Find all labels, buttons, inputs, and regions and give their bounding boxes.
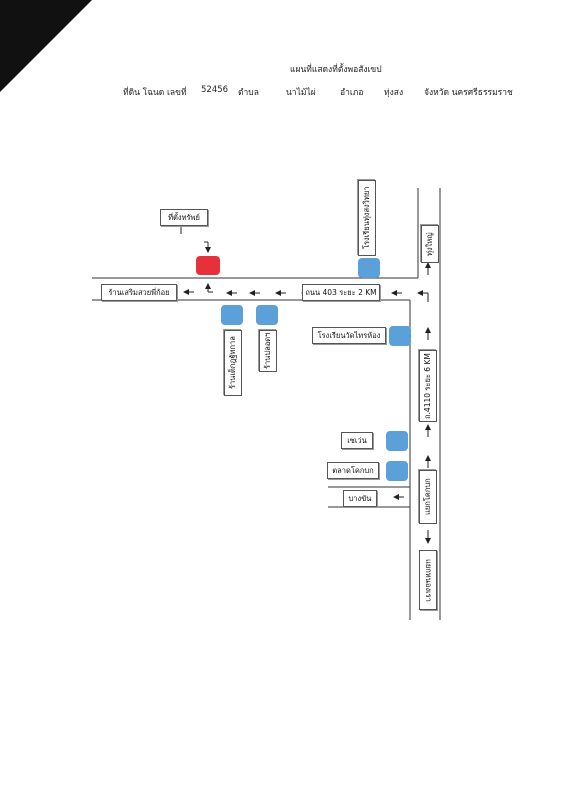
shop-car-marker [221,305,243,325]
district-label: อำเภอ [340,88,364,98]
school-mid-label: โรงเรียนวัดไทรห้อง [312,327,386,344]
bang-khan-label: บางขัน [343,490,377,507]
subdistrict-label: ตำบล [238,88,259,98]
shop-ice-marker [256,305,278,325]
market-label: ตลาดโคกบก [327,462,379,479]
scan-corner-shadow [0,0,92,92]
property-marker [196,256,220,275]
seven-marker [386,431,408,451]
school-top-marker [358,258,380,278]
shop-left-label: ร้านเสริมสวยพี่ก้อย [101,284,177,301]
school-top-label: โรงเรียนทุ่งสงวิทยา [358,180,376,256]
shop-car-label: ร้านเต็กฎฐัทกาล [224,330,242,396]
direction-bottom-label: แยกหนองเรา [419,550,437,610]
deed-number: 52456 [201,85,229,95]
map-title: แผนที่แสดงที่ตั้งพอสังเขป [290,65,382,75]
subdistrict-name: นาไม้ไผ่ [286,88,316,98]
seven-label: เซเว่น [341,432,373,449]
market-marker [386,461,408,481]
road-4110-label: ถ.4110 ระยะ 6 KM [419,350,437,422]
property-label: ที่ตั้งทรัพย์ [160,209,208,226]
shop-ice-label: ร้านปลอดฯ [259,330,277,372]
district-name: ทุ่งสง [384,88,404,98]
land-prefix: ที่ดิน โฉนด เลขที่ [123,88,187,98]
junction-label: แยกโคกบก [419,470,437,524]
province-name: จังหวัด นครศรีธรรมราช [424,88,513,98]
road-403-label: ถนน 403 ระยะ 2 KM [302,284,380,301]
school-mid-marker [389,326,411,346]
direction-top-label: ทุ่งใหญ่ [421,225,439,263]
